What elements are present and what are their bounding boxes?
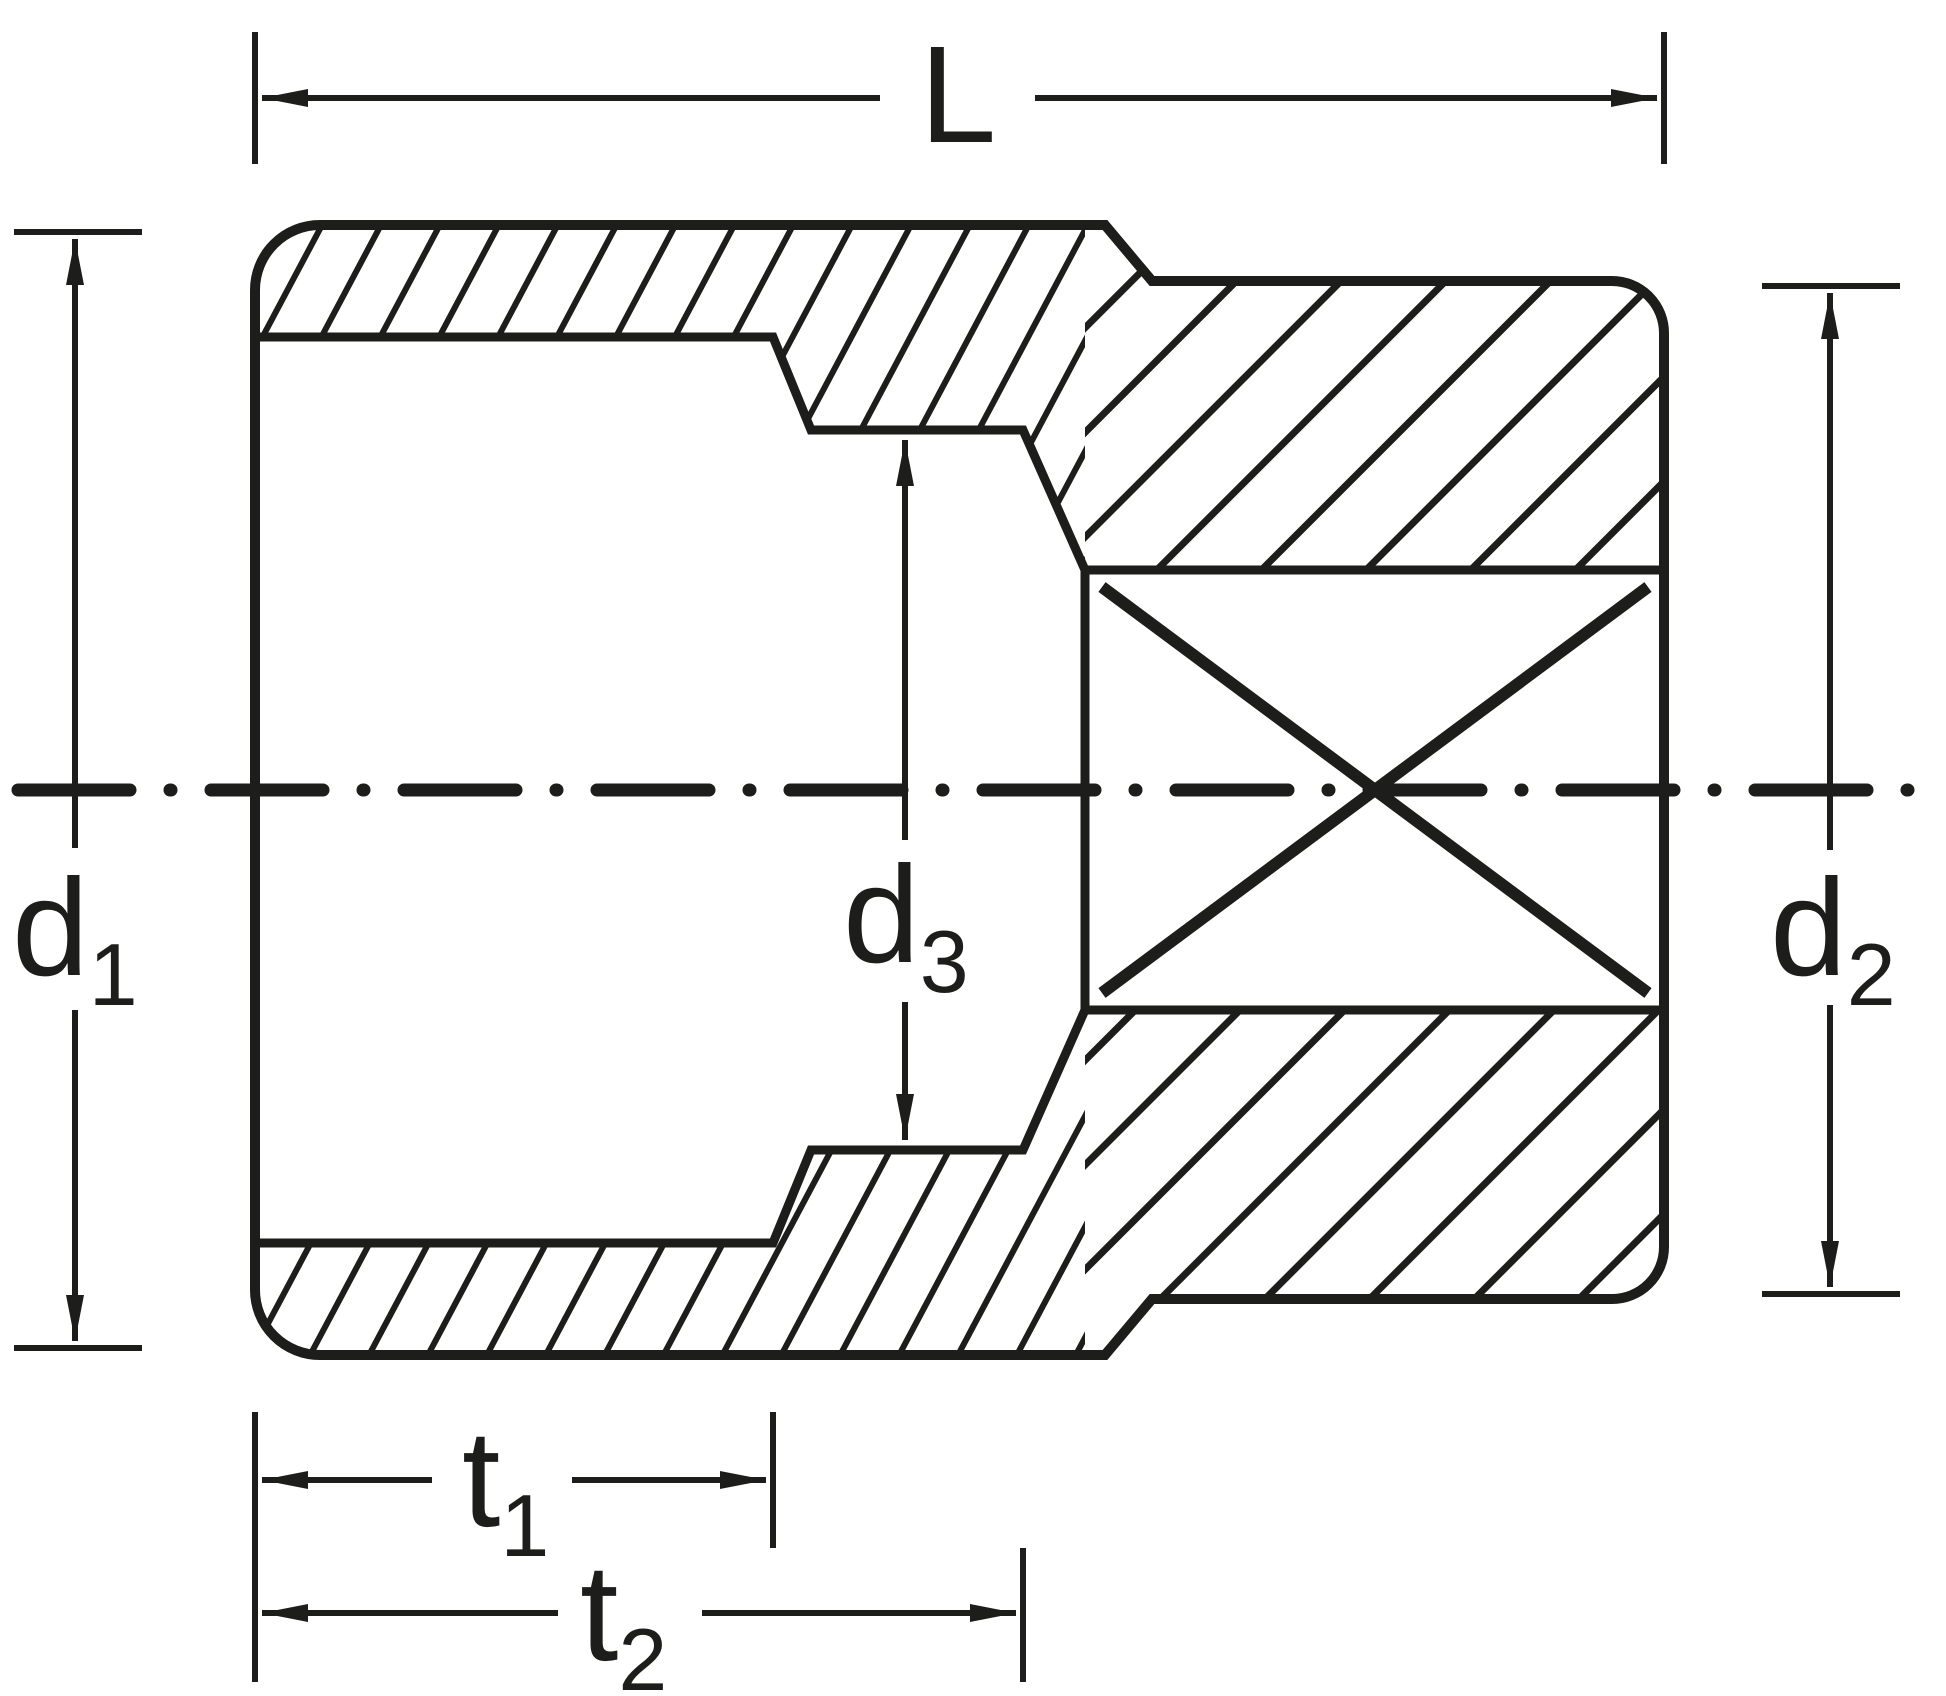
section-hatching (255, 225, 1664, 1355)
hatch-bottom-right-block (1085, 1010, 1664, 1355)
label-t1: t1 (462, 1402, 549, 1575)
label-L: L (920, 18, 997, 172)
hatch-top-left-wall (255, 225, 1085, 570)
dimension-d2: d2 (1762, 283, 1900, 1297)
dimension-d1: d1 (12, 229, 142, 1351)
label-d3: d3 (843, 838, 969, 1011)
hatch-bottom-left-wall (255, 1010, 1085, 1355)
inner-bore-contour-top (255, 332, 1090, 572)
outer-contour (250, 220, 1669, 1360)
label-d1: d1 (12, 851, 138, 1024)
dimension-d3: d3 (843, 440, 969, 1140)
hatch-top-right-block (1085, 225, 1664, 570)
label-d2: d2 (1770, 851, 1896, 1024)
dimension-t1-t2: t1 t2 (252, 1402, 1026, 1696)
label-t2: t2 (580, 1536, 667, 1696)
inner-bore-contour-bottom (255, 1008, 1090, 1248)
body-outline (11, 220, 1935, 1360)
dimension-L: L (252, 18, 1667, 172)
